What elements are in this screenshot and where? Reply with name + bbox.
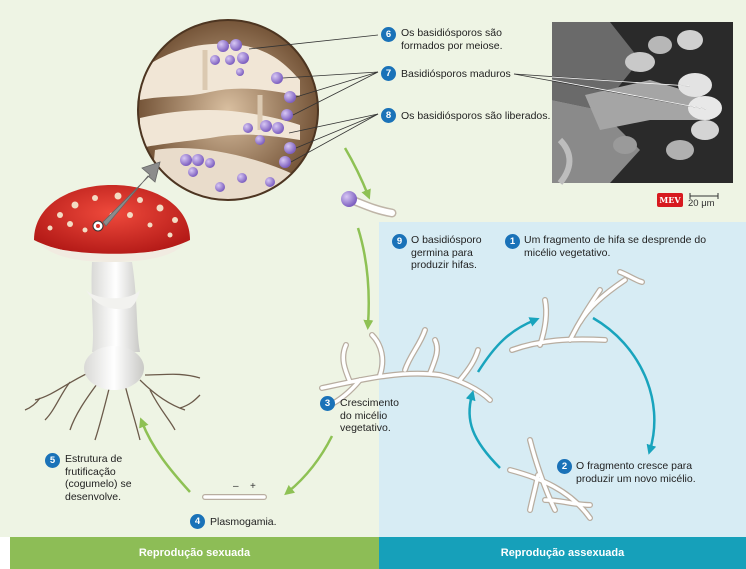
asexual-reproduction-label: Reprodução assexuada <box>379 537 746 569</box>
scale-bar-label: 20 μm <box>688 198 715 209</box>
step-4-label: Plasmogamia. <box>210 516 300 529</box>
step-3-label: Crescimento do micélio vegetativo. <box>340 397 406 435</box>
step-1-badge: 1 <box>505 234 520 249</box>
mating-plus-sign: + <box>250 481 256 492</box>
step-6-badge: 6 <box>381 27 396 42</box>
step-7-label: Basidiósporos maduros <box>401 68 521 81</box>
step-2-label: O fragmento cresce para produzir um novo… <box>576 460 701 485</box>
step-2-badge: 2 <box>557 459 572 474</box>
step-3-badge: 3 <box>320 396 335 411</box>
step-6-label: Os basidiósporos são formados por meiose… <box>401 27 541 52</box>
step-5-label: Estrutura de frutificação (cogumelo) se … <box>65 453 155 503</box>
step-8-badge: 8 <box>381 108 396 123</box>
step-7-badge: 7 <box>381 66 396 81</box>
step-9-label: O basidiósporo germina para produzir hif… <box>411 234 497 272</box>
sexual-reproduction-label: Reprodução sexuada <box>10 537 379 569</box>
step-9-badge: 9 <box>392 234 407 249</box>
mating-minus-sign: – <box>233 481 239 492</box>
step-1-label: Um fragmento de hifa se desprende do mic… <box>524 234 709 259</box>
sem-micrograph <box>552 22 733 183</box>
step-4-badge: 4 <box>190 514 205 529</box>
step-5-badge: 5 <box>45 453 60 468</box>
mev-badge: MEV <box>657 193 683 207</box>
step-8-label: Os basidiósporos são liberados. <box>401 110 551 123</box>
